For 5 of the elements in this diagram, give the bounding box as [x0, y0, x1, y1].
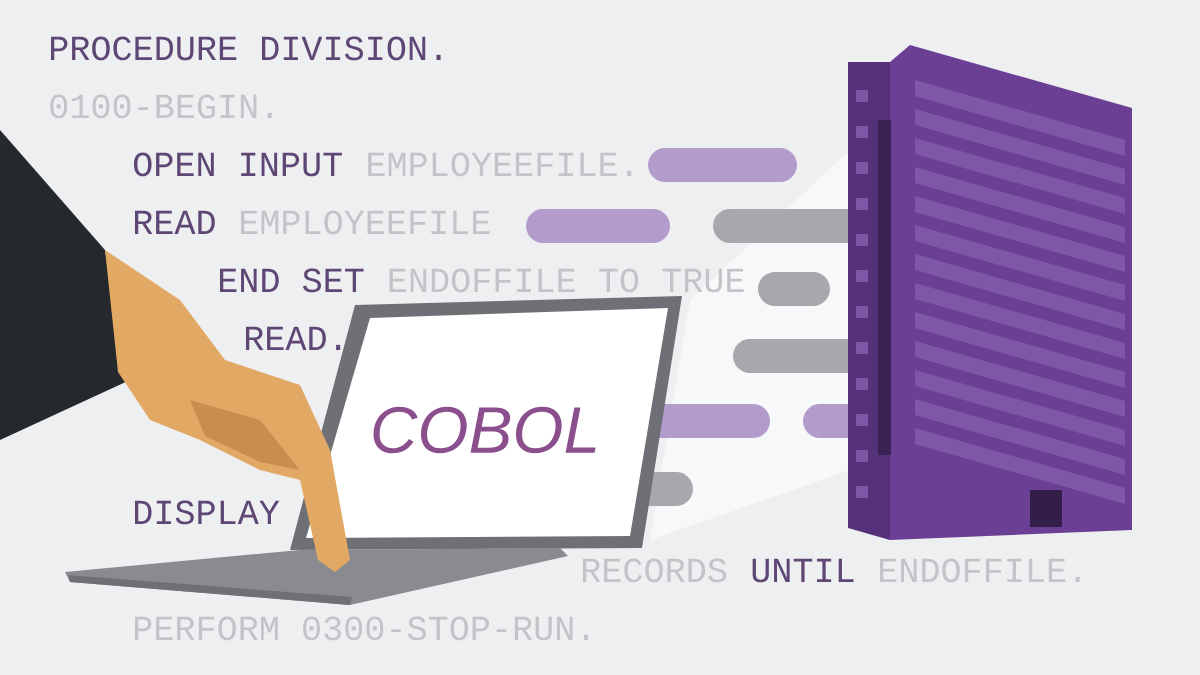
code-text: PROCEDURE DIVISION.: [51, 36, 441, 61]
code-text: UNTIL: [752, 558, 854, 583]
code-text: READ: [135, 210, 215, 234]
code-text: OPEN INPUT: [133, 152, 342, 177]
code-text: END SET: [220, 268, 364, 293]
